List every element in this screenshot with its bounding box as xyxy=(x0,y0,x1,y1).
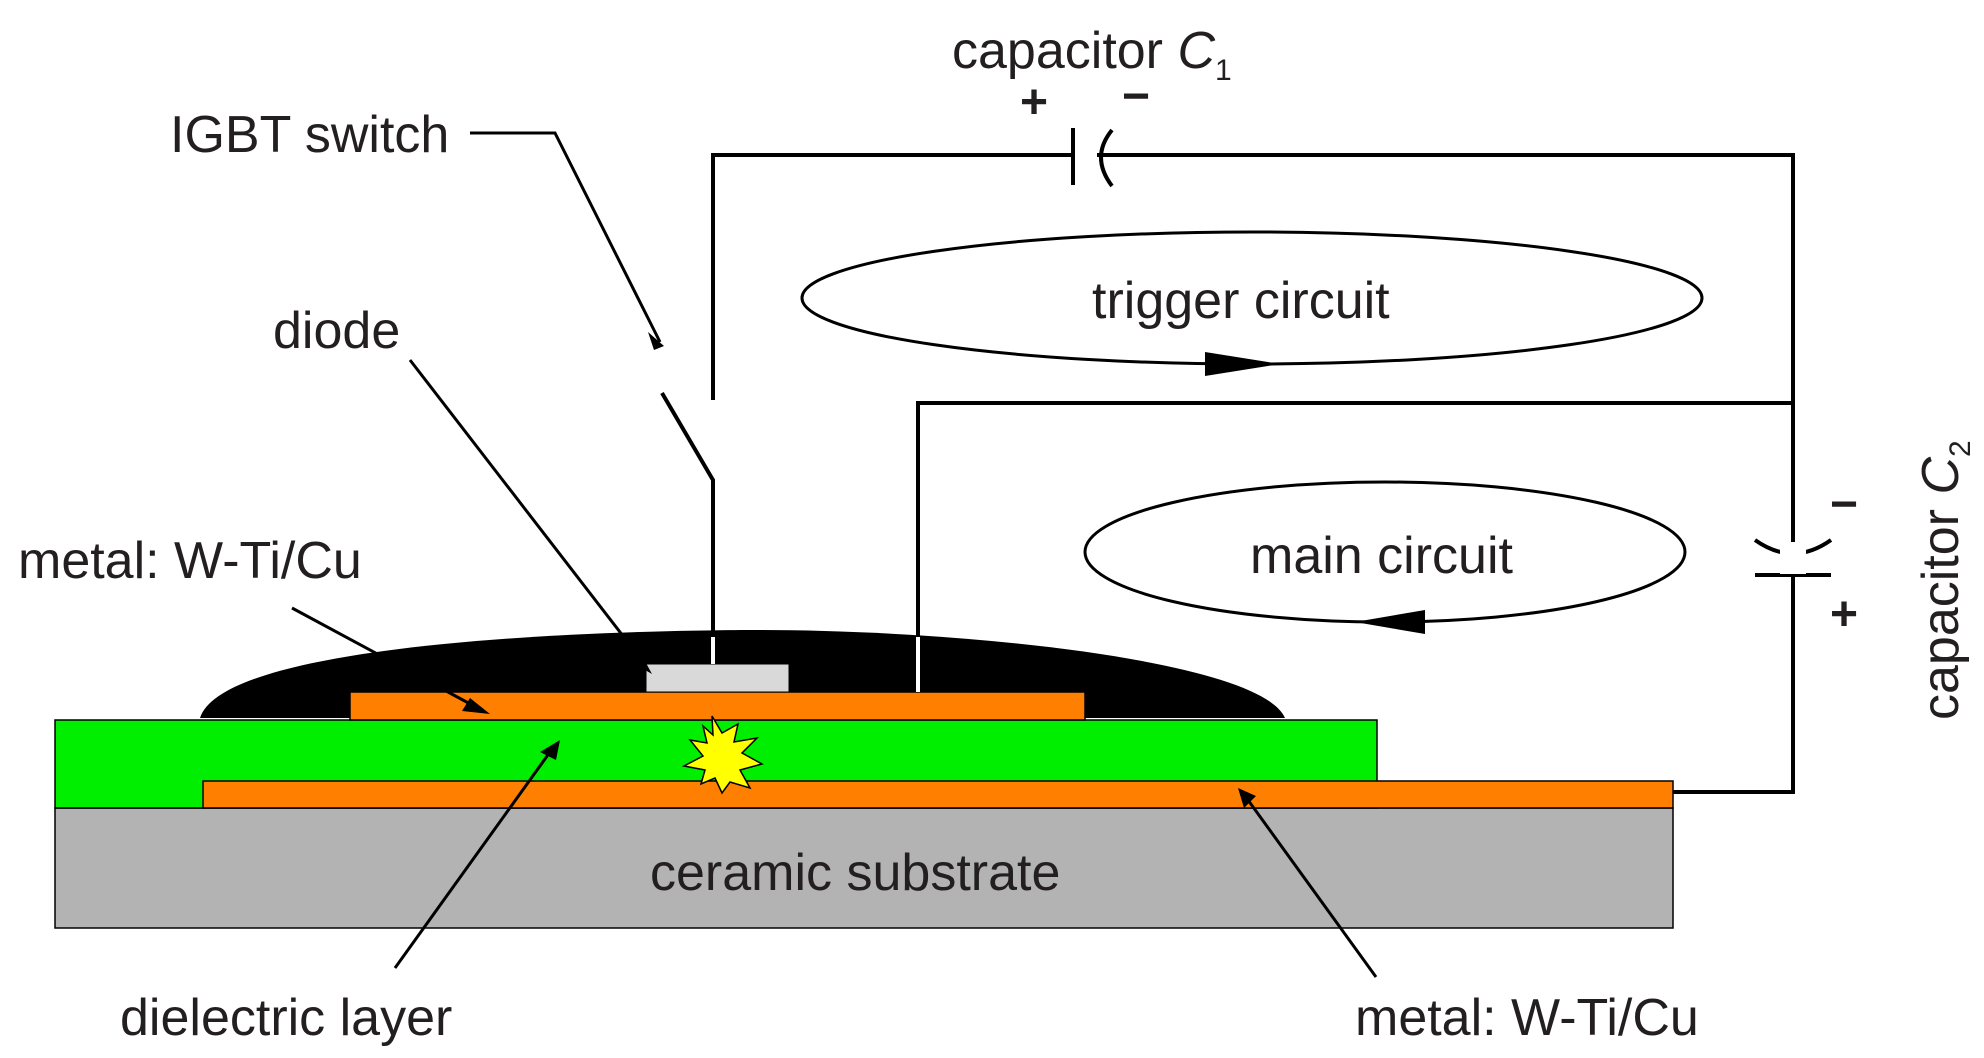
circuit-wires xyxy=(660,153,1795,794)
label-main-circuit: main circuit xyxy=(1250,527,1513,585)
label-igbt-switch: IGBT switch xyxy=(170,106,449,164)
capacitor-c1-symbol xyxy=(1071,128,1114,188)
capacitor-c2-plus: + xyxy=(1830,588,1858,641)
diode-chip xyxy=(645,663,790,693)
label-diode: diode xyxy=(273,302,400,360)
metal-bottom-layer xyxy=(202,780,1674,809)
label-capacitor-c1: capacitor C1 xyxy=(952,22,1232,87)
capacitor-c1-minus: − xyxy=(1122,70,1150,123)
ceramic-substrate xyxy=(54,807,1674,929)
leader-lines xyxy=(291,131,1378,978)
breakdown-spark xyxy=(681,715,764,795)
metal-top-layer xyxy=(349,691,1086,721)
main-circuit-arrow xyxy=(1355,610,1425,634)
label-metal-bottom: metal: W-Ti/Cu xyxy=(1355,989,1699,1047)
label-metal-top: metal: W-Ti/Cu xyxy=(18,532,362,590)
label-dielectric: dielectric layer xyxy=(120,989,452,1047)
leader-arrowheads xyxy=(462,332,1256,808)
capacitor-c2-gap xyxy=(1780,542,1806,574)
capacitor-c1-plus: + xyxy=(1020,76,1048,129)
trigger-circuit-arrow xyxy=(1205,352,1280,376)
label-trigger-circuit: trigger circuit xyxy=(1092,272,1390,330)
capacitor-c2-minus: − xyxy=(1830,478,1858,531)
label-substrate: ceramic substrate xyxy=(650,844,1060,902)
label-capacitor-c2: capacitor C2 xyxy=(1912,440,1977,720)
